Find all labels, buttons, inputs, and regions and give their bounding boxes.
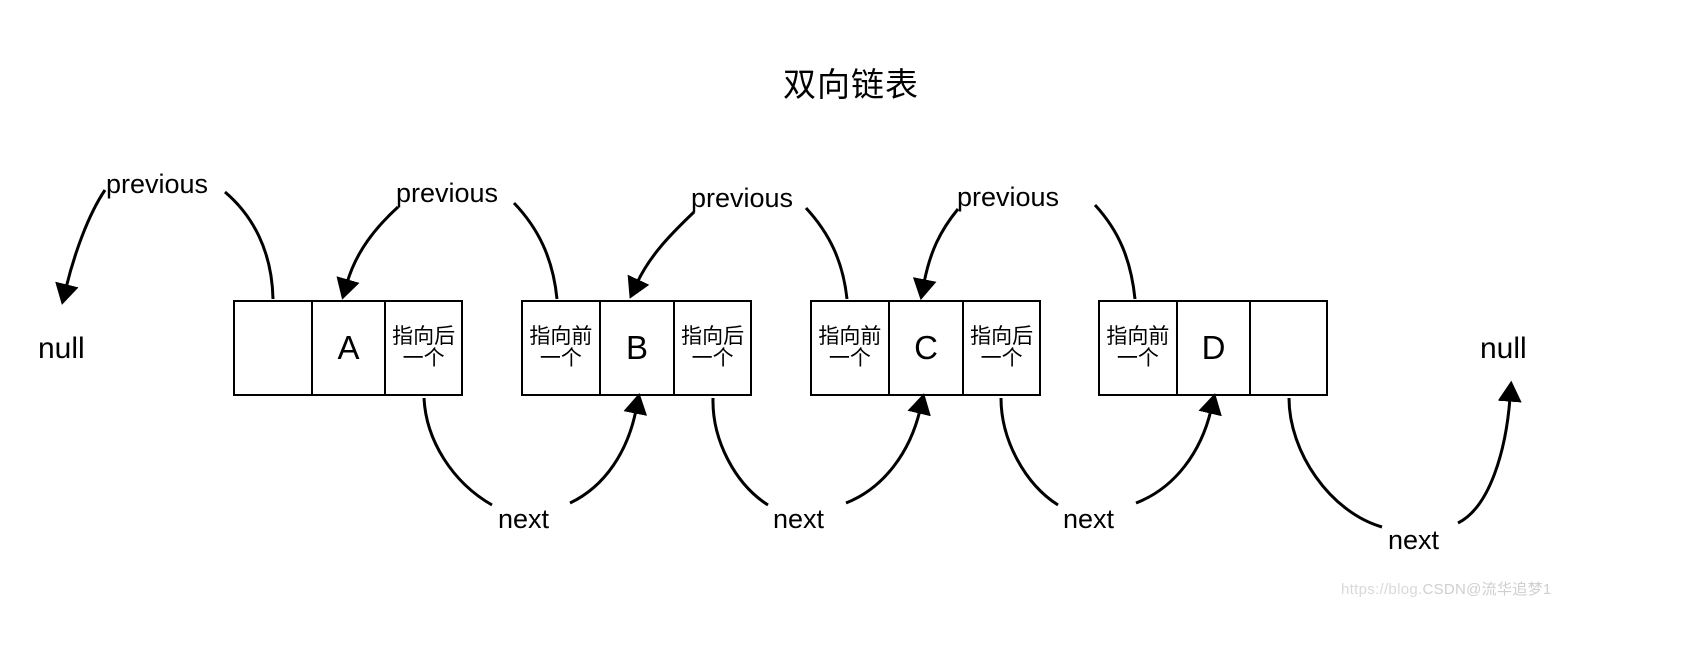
node-b-prev-cell: 指向前一个 — [523, 302, 599, 394]
null-label-right: null — [1480, 332, 1527, 365]
node-a-next-text: 指向后一个 — [392, 325, 456, 370]
next-connector-node-a — [422, 397, 493, 507]
watermark-brand: CSDN — [1422, 581, 1467, 598]
previous-arrow-to-null — [55, 189, 107, 305]
next-connector-node-b — [711, 397, 769, 507]
node-c-prev-cell: 指向前一个 — [812, 302, 888, 394]
node-c-next-text: 指向后一个 — [970, 325, 1034, 370]
previous-arrow-node-a-data — [336, 205, 400, 300]
list-node-b: 指向前一个 B 指向后一个 — [521, 300, 752, 396]
node-d-next-cell — [1249, 302, 1326, 394]
watermark-user: @流华追梦1 — [1466, 581, 1552, 598]
node-b-next-text: 指向后一个 — [681, 325, 745, 370]
list-node-d: 指向前一个 D — [1098, 300, 1328, 396]
node-a-prev-cell — [235, 302, 311, 394]
node-d-prev-cell: 指向前一个 — [1100, 302, 1176, 394]
node-a-next-cell: 指向后一个 — [384, 302, 461, 394]
previous-connector-node-c — [804, 206, 849, 300]
node-d-prev-text: 指向前一个 — [1106, 325, 1170, 370]
node-a-data-cell: A — [310, 302, 385, 394]
next-arrow-node-c-data — [845, 393, 931, 505]
node-c-next-cell: 指向后一个 — [962, 302, 1039, 394]
next-label-1: next — [498, 504, 550, 534]
next-connector-node-c — [999, 397, 1059, 507]
next-label-2: next — [773, 504, 825, 534]
node-b-prev-text: 指向前一个 — [529, 325, 593, 370]
next-arrow-node-b-data — [569, 392, 648, 505]
previous-arrow-node-b-data — [627, 210, 696, 299]
previous-label-1: previous — [106, 169, 209, 199]
null-label-left: null — [38, 332, 85, 365]
node-b-data-text: B — [625, 329, 648, 366]
watermark: https://blog.CSDN@流华追梦1 — [1341, 578, 1552, 599]
node-d-data-text: D — [1201, 329, 1226, 366]
node-c-data-text: C — [914, 329, 938, 366]
previous-label-3: previous — [691, 183, 794, 213]
node-b-next-cell: 指向后一个 — [673, 302, 750, 394]
previous-label-4: previous — [957, 182, 1060, 212]
watermark-url: https://blog. — [1341, 581, 1423, 598]
next-label-3: next — [1063, 504, 1115, 534]
list-node-c: 指向前一个 C 指向后一个 — [810, 300, 1041, 396]
next-arrow-node-d-data — [1135, 393, 1222, 505]
node-c-data-cell: C — [887, 302, 963, 394]
next-label-4: next — [1388, 525, 1440, 555]
previous-connector-node-a — [224, 190, 275, 300]
list-node-a: A 指向后一个 — [233, 300, 463, 396]
previous-connector-node-b — [512, 201, 559, 300]
next-arrow-to-null — [1457, 380, 1522, 525]
previous-arrow-node-c-data — [912, 208, 960, 301]
node-b-data-cell: B — [598, 302, 674, 394]
node-d-data-cell: D — [1175, 302, 1250, 394]
page-title: 双向链表 — [783, 66, 919, 103]
next-connector-node-d — [1287, 397, 1383, 529]
previous-connector-node-d — [1093, 203, 1137, 300]
node-a-data-text: A — [337, 329, 360, 366]
node-c-prev-text: 指向前一个 — [818, 325, 882, 370]
previous-label-2: previous — [396, 178, 499, 208]
